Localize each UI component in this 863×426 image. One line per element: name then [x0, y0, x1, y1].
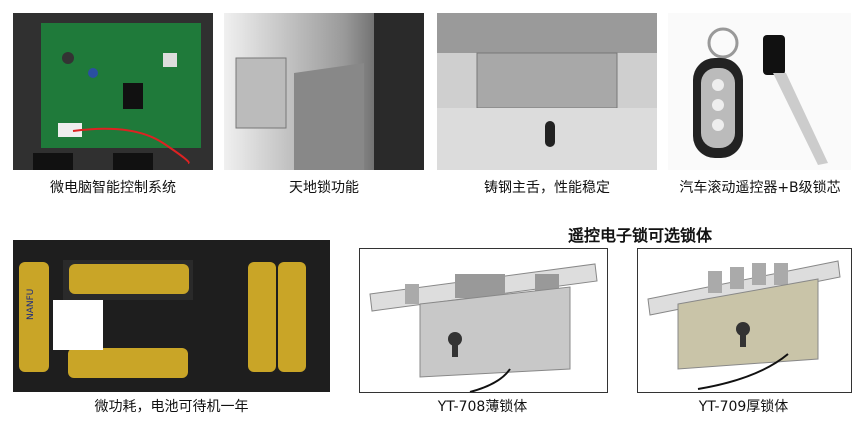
thin-lock-body-photo — [359, 248, 608, 393]
caption-yt708: YT-708薄锁体 — [437, 399, 528, 415]
circuit-board-photo — [13, 13, 213, 170]
thick-lock-body-photo — [637, 248, 852, 393]
caption-low-power: 微功耗，电池可待机一年 — [94, 399, 249, 415]
caption-latch-function: 天地锁功能 — [289, 180, 359, 196]
caption-control-system: 微电脑智能控制系统 — [50, 180, 176, 196]
caption-yt709: YT-709厚锁体 — [698, 399, 789, 415]
lock-bodies-title: 遥控电子锁可选锁体 — [567, 226, 712, 245]
latch-bolt-photo — [224, 13, 424, 170]
battery-brand-label: NANFU — [26, 289, 36, 320]
battery-compartment-photo: NANFU — [13, 240, 330, 392]
caption-remote-key: 汽车滚动遥控器+B级锁芯 — [679, 180, 841, 196]
caption-steel-bolt: 铸钢主舌，性能稳定 — [484, 180, 610, 196]
steel-bolt-photo — [437, 13, 657, 170]
remote-and-key-photo — [668, 13, 851, 170]
